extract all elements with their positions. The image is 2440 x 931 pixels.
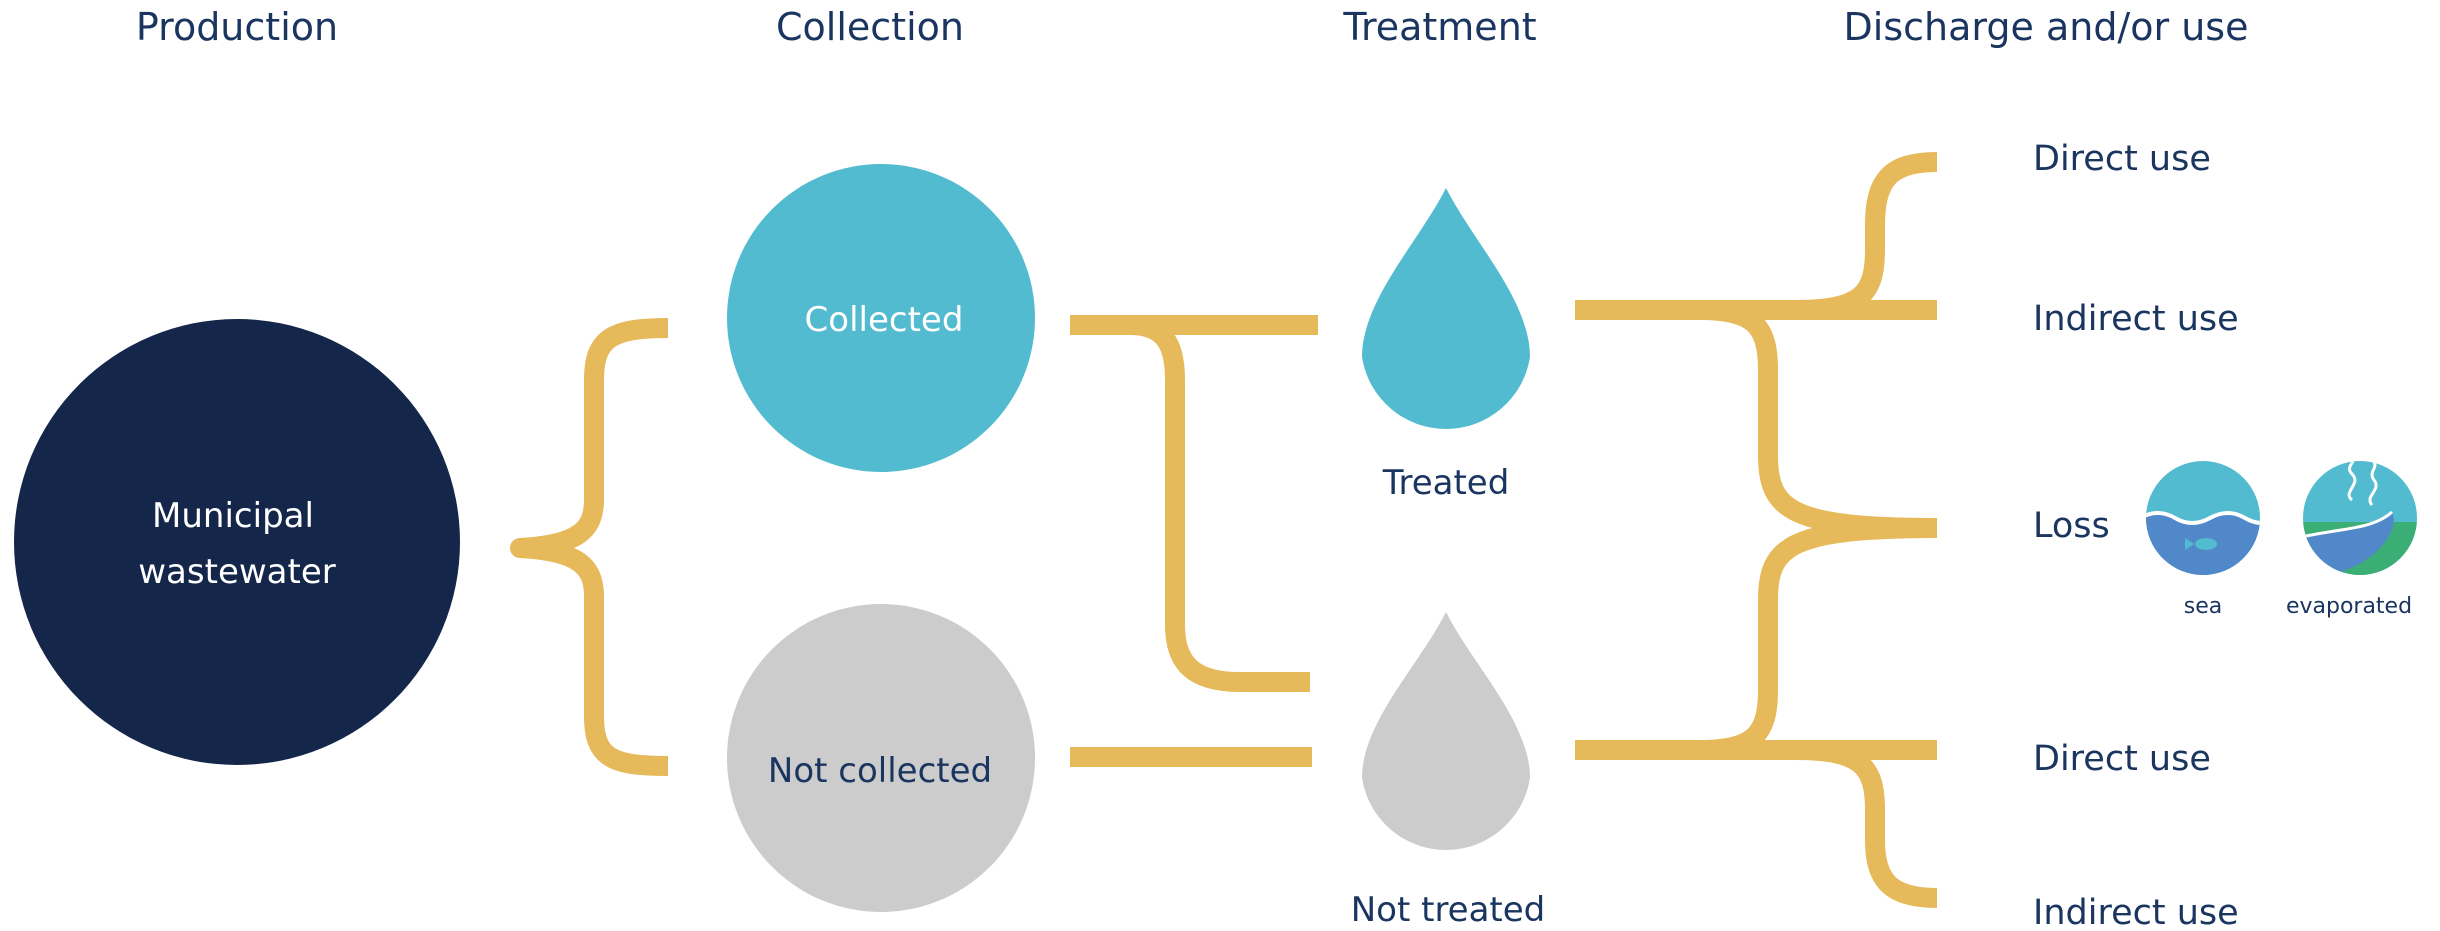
not-treated-label: Not treated [1351, 890, 1546, 930]
pipe-untreated-loss [1699, 518, 1938, 760]
collected-label: Collected [805, 300, 964, 340]
outcome-untreated-indirect-use: Indirect use [2033, 893, 2239, 931]
sea-icon [2146, 461, 2260, 575]
sea-label: sea [2184, 594, 2222, 619]
outcome-treated-direct-use: Direct use [2033, 139, 2211, 179]
treated-droplet-icon [1362, 188, 1530, 430]
treated-label: Treated [1382, 463, 1510, 503]
outcome-loss: Loss [2033, 506, 2110, 546]
brace-production-collection [510, 318, 669, 776]
pipe-treated-direct [1794, 152, 1938, 320]
outcome-untreated-direct-use: Direct use [2033, 739, 2211, 779]
header-treatment: Treatment [1342, 5, 1536, 49]
header-collection: Collection [776, 5, 964, 49]
header-production: Production [136, 5, 338, 49]
municipal-label-line2: wastewater [138, 552, 335, 592]
connectors [510, 152, 1938, 908]
pipe-treated-loss [1699, 300, 1938, 538]
pipe-untreated-indirect [1794, 740, 1938, 908]
municipal-label-line1: Municipal [152, 496, 314, 536]
collected-node [727, 164, 1035, 472]
evaporated-icon [2303, 461, 2417, 575]
header-discharge: Discharge and/or use [1844, 5, 2249, 49]
municipal-wastewater-node [14, 319, 460, 765]
outcome-treated-indirect-use: Indirect use [2033, 299, 2239, 339]
not-collected-node [727, 604, 1035, 912]
pipe-collected-not-treated [1070, 315, 1310, 692]
not-treated-droplet-icon [1362, 612, 1530, 851]
not-collected-label: Not collected [768, 751, 992, 791]
evaporated-label: evaporated [2286, 594, 2412, 619]
